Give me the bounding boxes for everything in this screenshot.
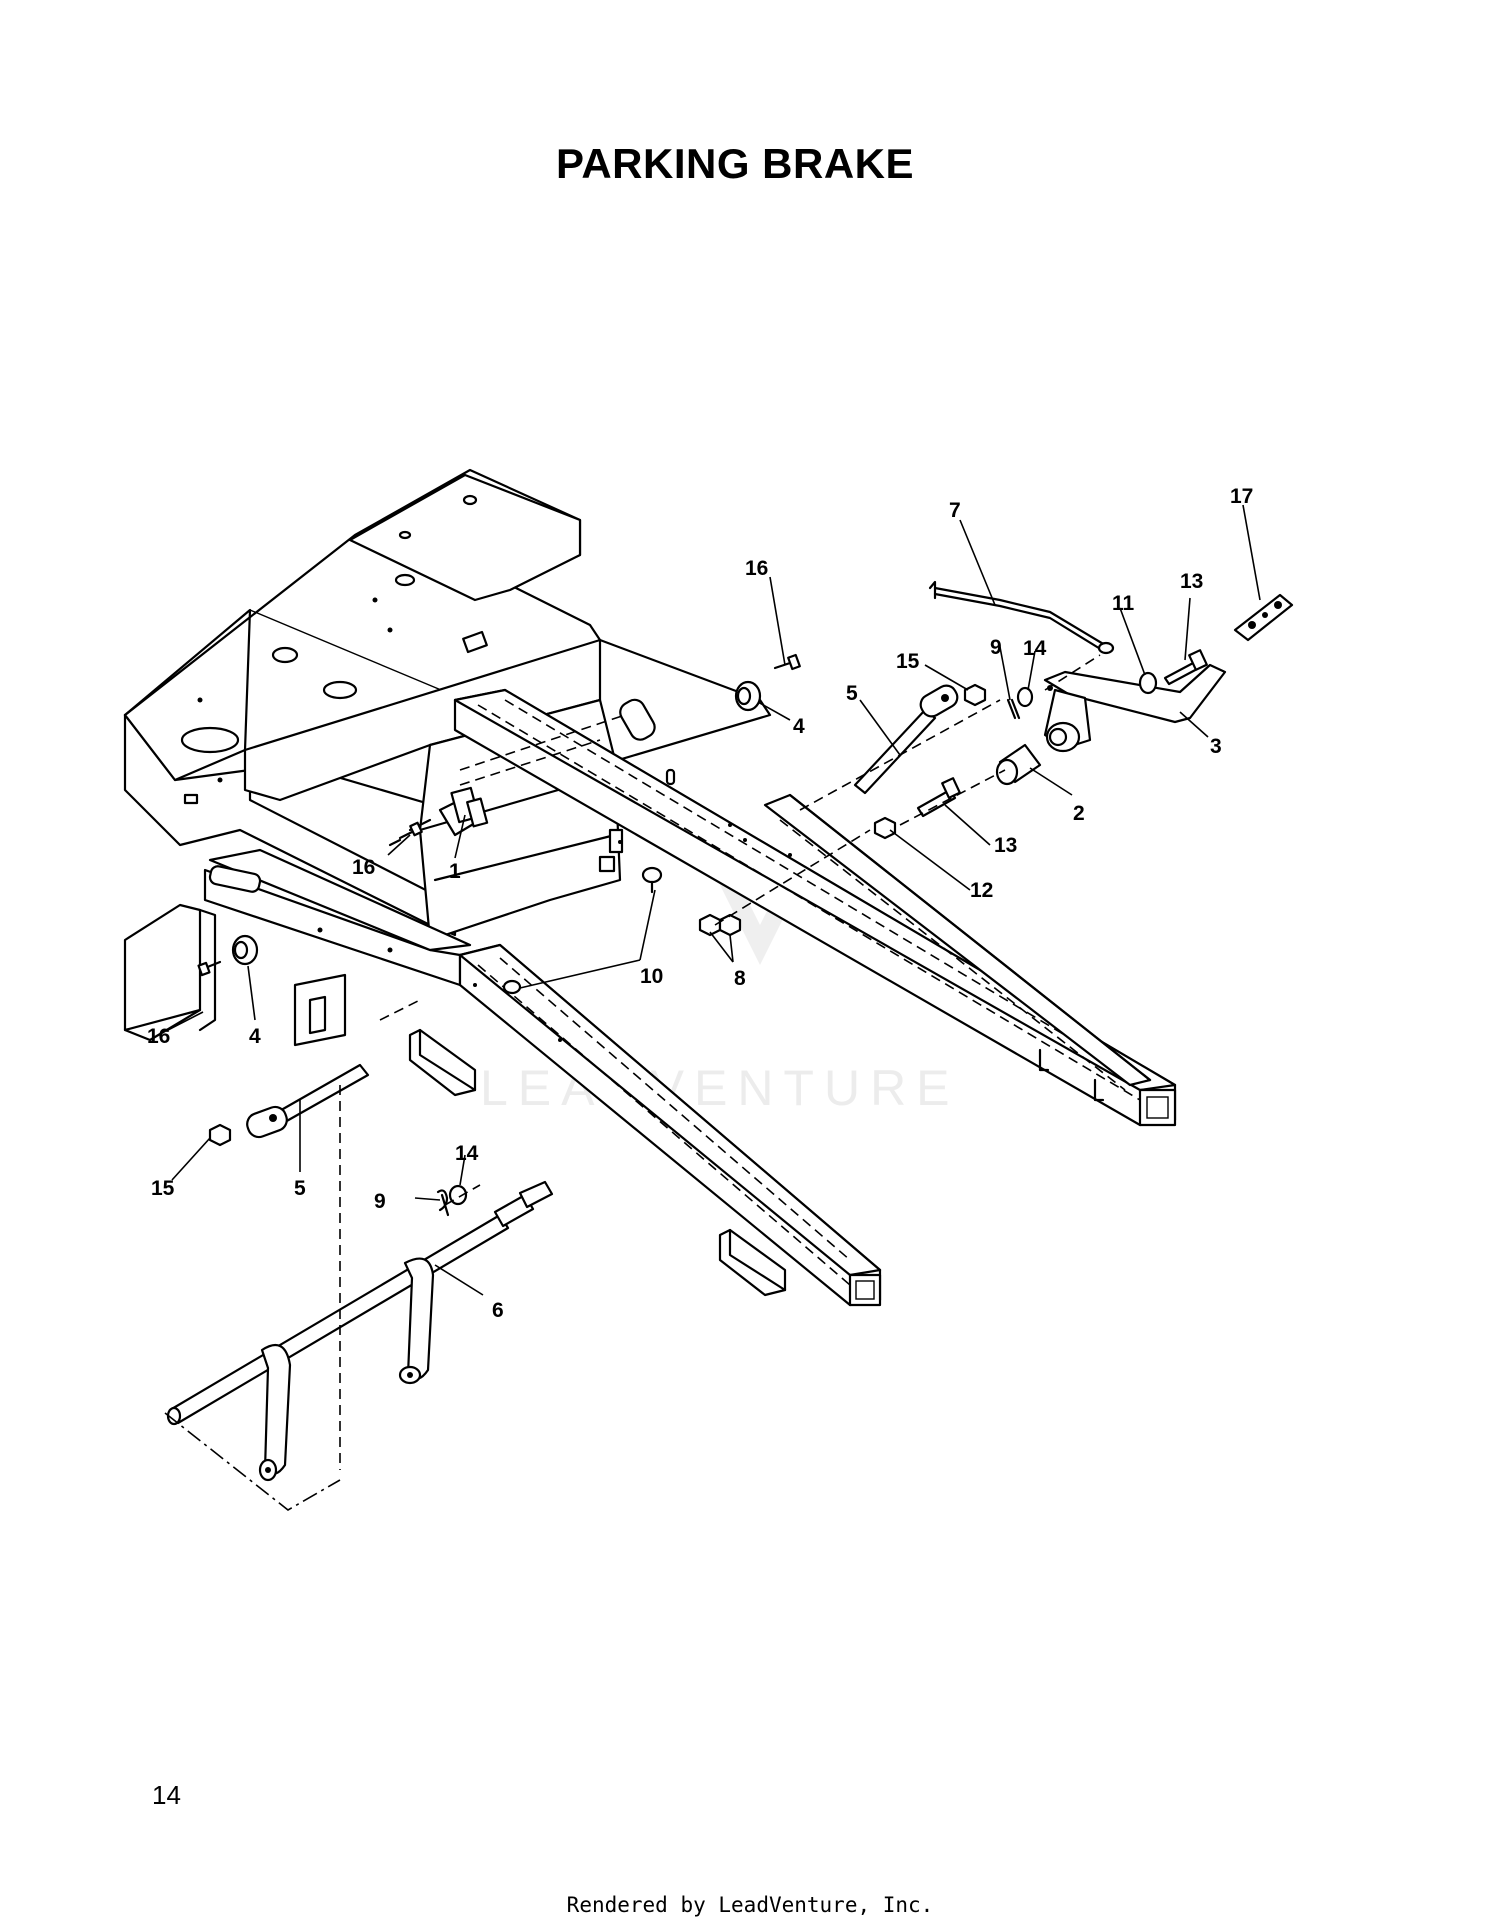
callout-9-lower: 9 [374,1190,386,1213]
callout-16-lower: 16 [147,1025,170,1048]
brake-decal-17 [1233,593,1294,642]
callout-4-lower: 4 [249,1025,261,1048]
nut-12 [873,816,897,840]
leader-lines [167,504,1261,1296]
page-title: PARKING BRAKE [555,140,915,187]
washer-14-top [1016,686,1034,708]
spacer-2 [995,743,1042,786]
tube-mount-bracket [408,1028,787,1297]
callout-13-top: 13 [1180,570,1203,593]
bolts-8 [698,913,742,937]
brake-lever-3 [1043,663,1227,753]
callout-12: 12 [970,879,993,902]
cotter-pin-9-top [1006,698,1021,720]
callout-7: 7 [949,499,961,522]
callouts: 1 2 3 4 4 5 5 6 7 8 9 9 10 11 12 13 13 1… [147,485,1253,1322]
callout-6: 6 [492,1299,504,1322]
cotter-pin-9-lower [436,1189,450,1217]
left-frame-tube [458,943,882,1307]
callout-9-top: 9 [990,636,1002,659]
right-tube-brace [763,793,1152,1102]
nut-15-top [963,683,987,707]
nut-15-lower [208,1123,232,1147]
callout-4-top: 4 [793,715,805,738]
brake-rod-7 [928,580,1115,655]
carriage-bolts-10 [502,866,663,995]
callout-15-lower: 15 [151,1177,175,1200]
pivot-pin-5-lower [246,1063,370,1139]
callout-3: 3 [1210,735,1222,758]
callout-1: 1 [449,860,461,883]
callout-16-center: 16 [352,856,375,879]
callout-10: 10 [640,965,663,988]
brake-pedal-shaft-6 [166,1180,554,1482]
washer-14-lower [448,1184,468,1206]
bolt-16-top [773,653,801,671]
safety-switch-assembly [408,786,489,837]
bolt-13-top [1163,649,1208,686]
bushing-4-lower [231,934,259,966]
callout-5-lower: 5 [294,1177,306,1200]
bolt-16-lower [197,960,222,977]
watermark-text: LEADVENTURE [480,1060,960,1116]
bushing-4-top [734,680,762,712]
callout-5-top: 5 [846,682,858,705]
leadventure-watermark: LEADVENTURE [480,875,960,1116]
left-frame-rail [203,848,472,987]
footer-credit: Rendered by LeadVenture, Inc. [566,1893,934,1917]
callout-8: 8 [734,967,746,990]
callout-13-lower: 13 [994,834,1017,857]
pivot-pin-5-top [853,684,959,795]
page-number: 14 [152,1780,181,1810]
callout-15-top: 15 [896,650,920,673]
callout-11: 11 [1112,592,1135,615]
callout-14-lower: 14 [455,1142,479,1165]
callout-16-top: 16 [745,557,768,580]
right-frame-tube [453,688,1177,1127]
callout-17: 17 [1230,485,1253,508]
bolt-13-lower [916,777,961,818]
washer-11 [1138,671,1158,695]
bolts-16-center [388,821,423,847]
callout-14-top: 14 [1023,637,1047,660]
callout-2: 2 [1073,802,1085,825]
